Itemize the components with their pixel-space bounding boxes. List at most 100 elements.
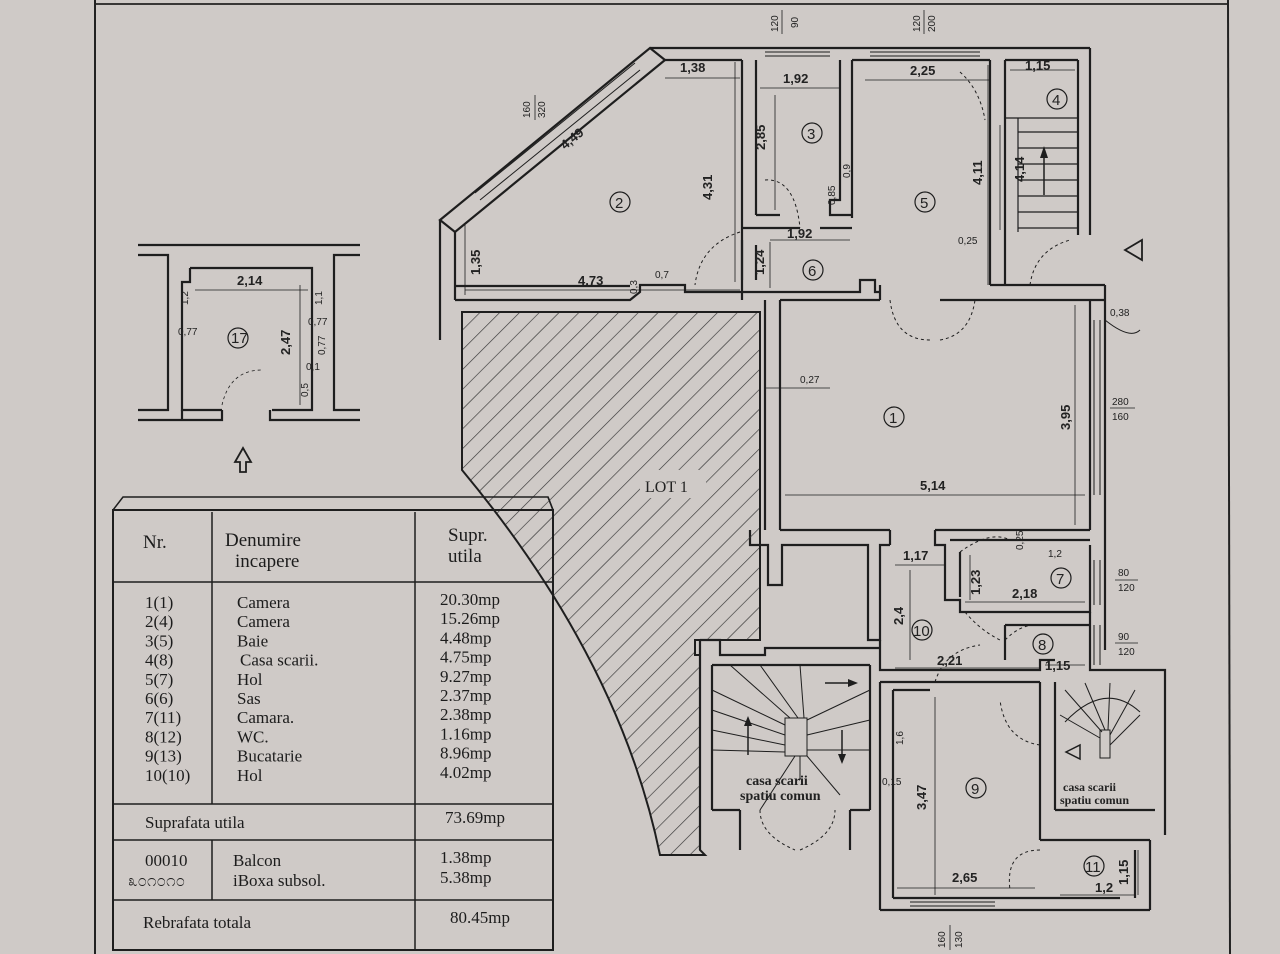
dim-r3-s2: 0,9 (842, 164, 853, 178)
table-row-name: Hol (237, 766, 263, 785)
dim-r7-h: 1,23 (968, 570, 983, 595)
table-row-name: Hol (237, 670, 263, 689)
entrance-arrow-east (1123, 238, 1143, 262)
table-row-nr: 4(8) (145, 651, 173, 670)
table-row-name: Casa scarii. (240, 651, 318, 670)
dim-r10-h: 2,4 (891, 606, 906, 625)
table-row-area: 20.30mp (440, 590, 500, 609)
room-5-number: 5 (920, 195, 928, 212)
wmark-diag-1: 320 (537, 101, 548, 118)
wmark-right-c-2: 120 (1118, 647, 1135, 658)
table-row-nr: 8(12) (145, 727, 182, 746)
table-row-nr: 1(1) (145, 593, 173, 612)
dim-r5-w: 2,25 (910, 63, 935, 78)
dimension-labels: 1,38 4,49 4,31 1,35 4,73 0,7 0,3 1,92 2,… (468, 58, 1131, 895)
room-17-walls (138, 243, 360, 422)
room-17-marker (227, 327, 249, 349)
wmark-right-b-2: 120 (1118, 583, 1135, 594)
dim-r3-s1: 0,85 (827, 185, 838, 205)
room-7-number: 7 (1056, 571, 1064, 588)
dim-r17-e: 0,77 (317, 335, 328, 355)
extra-name-1: Balcon (233, 851, 282, 870)
room-6-number: 6 (808, 263, 816, 280)
common-stair-label-2: spatiu comun (740, 789, 821, 804)
table-row-name: Camera (237, 593, 290, 612)
dim-r2-h: 4,31 (700, 175, 715, 200)
dim-r17-g: 0,1 (306, 362, 320, 373)
room-8-number: 8 (1038, 637, 1046, 654)
door-swings (694, 71, 1141, 891)
lot-label-bg (640, 470, 706, 498)
table-row-nr: 7(11) (145, 708, 181, 727)
dim-r10-w2: 2,21 (937, 653, 962, 668)
stair-up-arrow (1040, 146, 1048, 195)
table-row-area: 1.16mp (440, 724, 491, 743)
wmark-bottom-1: 160 (937, 931, 948, 948)
wmark-right-a-2: 160 (1112, 412, 1129, 423)
dim-r1-win: 0,38 (1110, 308, 1130, 319)
dim-r7-s: 0,25 (1015, 530, 1026, 550)
room-17-dims (195, 285, 308, 406)
dim-r9-h: 3,47 (914, 785, 929, 810)
room-9-number: 9 (971, 781, 979, 798)
dim-r7-s2: 1,2 (1048, 549, 1062, 560)
dim-r7-w: 2,18 (1012, 586, 1037, 601)
wmark-top-a-1: 120 (770, 15, 781, 32)
table-row-area: 8.96mp (440, 744, 491, 763)
dim-r5-h: 4,11 (970, 160, 985, 185)
extra-nr-1: 00010 (145, 851, 188, 870)
dim-r17-b: 1,1 (314, 291, 325, 305)
table-row-area: 2.37mp (440, 686, 491, 705)
table-row-nr: 3(5) (145, 631, 173, 650)
room-1-number: 1 (889, 410, 897, 427)
wmark-bottom-2: 130 (954, 931, 965, 948)
room-markers (609, 88, 1105, 877)
dim-r2-left: 1,35 (468, 250, 483, 275)
dim-r10-w1: 1,17 (903, 548, 928, 563)
dim-r2-step: 0,7 (655, 270, 669, 281)
dim-r9-w: 2,65 (952, 870, 977, 885)
wmark-top-b-2: 200 (927, 15, 938, 32)
dim-r17-w: 2,14 (237, 273, 263, 288)
common-stair-right-label-2: spatiu comun (1060, 793, 1129, 807)
table-header-name-2: incapere (235, 551, 299, 572)
room-4-number: 4 (1052, 92, 1060, 109)
table-row-nr: 10(10) (145, 766, 190, 785)
common-stair-arrows (744, 679, 858, 764)
entrance-arrow-17 (233, 446, 253, 473)
entrance-arrows (233, 238, 1143, 473)
lot-label: LOT 1 (645, 479, 688, 496)
dim-r1-s: 0,27 (800, 375, 820, 386)
total-area-label: Rebrafata totala (143, 913, 252, 932)
dim-r3-h: 2,85 (753, 125, 768, 150)
dim-r4-w: 1,15 (1025, 58, 1050, 73)
room-3-number: 3 (807, 126, 815, 143)
dim-r8-w: 1,15 (1045, 658, 1070, 673)
wmark-right-b-1: 80 (1118, 568, 1130, 579)
lot-1-hatched-area (461, 311, 761, 856)
table-row-name: Camera (237, 612, 290, 631)
dim-r2-bottom: 4,73 (578, 273, 603, 288)
extra-nr-2: ೩೦೧೦೧೦ (128, 871, 185, 890)
dim-r17-d: 0,77 (308, 317, 328, 328)
area-table (112, 496, 554, 951)
wmark-top-b-1: 120 (912, 15, 923, 32)
common-stair-right (1059, 682, 1141, 759)
dim-r5-s: 0,25 (958, 236, 978, 247)
table-row-name: Bucatarie (237, 747, 302, 766)
extra-area-1: 1.38mp (440, 848, 491, 867)
wmark-right-c-1: 90 (1118, 632, 1130, 643)
room-17-number: 17 (231, 330, 248, 347)
dim-r17-c: 0,77 (178, 327, 198, 338)
useful-area-value: 73.69mp (445, 808, 505, 827)
room-11-number: 11 (1085, 859, 1101, 876)
dim-r17-h: 2,47 (278, 330, 293, 355)
dim-r4-h: 4,14 (1012, 156, 1027, 182)
table-row-nr: 5(7) (145, 670, 173, 689)
window-marks: 120 90 120 200 320 160 280 160 80 120 90… (522, 10, 1138, 950)
table-row-nr: 2(4) (145, 612, 173, 631)
common-stair-label-1: casa scarii (746, 774, 808, 789)
table-row-area: 4.75mp (440, 648, 491, 667)
room-2-number: 2 (615, 195, 623, 212)
